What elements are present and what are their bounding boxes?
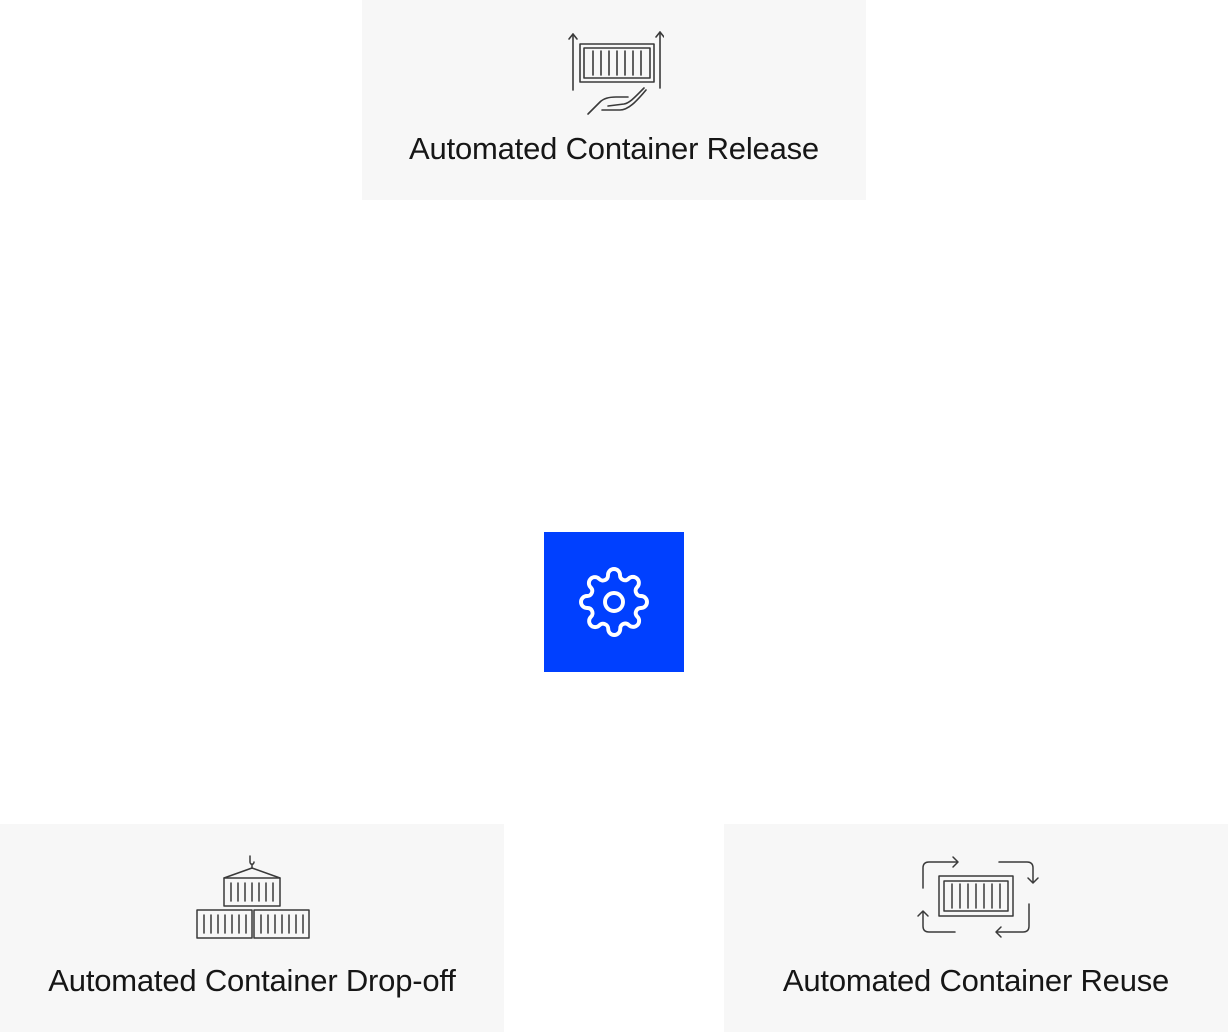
reuse-label: Automated Container Reuse: [782, 963, 1170, 998]
reuse-card: Automated Container Reuse: [724, 824, 1228, 1032]
gear-icon: [579, 567, 649, 637]
container-release-hand-icon: [568, 31, 664, 115]
dropoff-label: Automated Container Drop-off: [48, 963, 456, 998]
release-card: Automated Container Release: [362, 0, 866, 200]
container-dropoff-crane-icon: [196, 855, 310, 939]
hub-tile: [544, 532, 684, 672]
container-reuse-cycle-icon: [917, 856, 1039, 938]
dropoff-card: Automated Container Drop-off: [0, 824, 504, 1032]
release-label: Automated Container Release: [409, 131, 819, 166]
